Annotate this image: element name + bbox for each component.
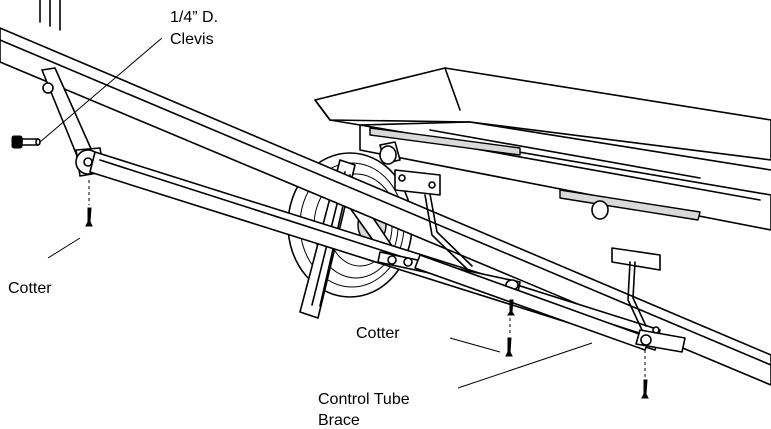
- clevis-pin-icon: [11, 135, 41, 149]
- hopper-bracket-left: [379, 141, 473, 271]
- cotter-label-middle: Cotter: [356, 325, 400, 342]
- leader-lines: [39, 37, 593, 389]
- hopper: [314, 67, 771, 231]
- brace-label-line2: Brace: [318, 412, 360, 429]
- cotter-label-left: Cotter: [8, 280, 52, 297]
- clevis-label-line1: 1/4” D.: [170, 9, 218, 26]
- hopper-bracket-right: [591, 200, 661, 331]
- frame-tube: [0, 27, 771, 386]
- clevis-label-line2: Clevis: [170, 31, 214, 48]
- cotter-pin-icon: [641, 379, 649, 399]
- cotter-pin-icon: [85, 207, 93, 227]
- pin-guide-lines: [88, 180, 646, 378]
- upright-post: [39, 0, 61, 31]
- brace-label-line1: Control Tube: [318, 391, 410, 408]
- cotter-pin-icon: [505, 337, 513, 357]
